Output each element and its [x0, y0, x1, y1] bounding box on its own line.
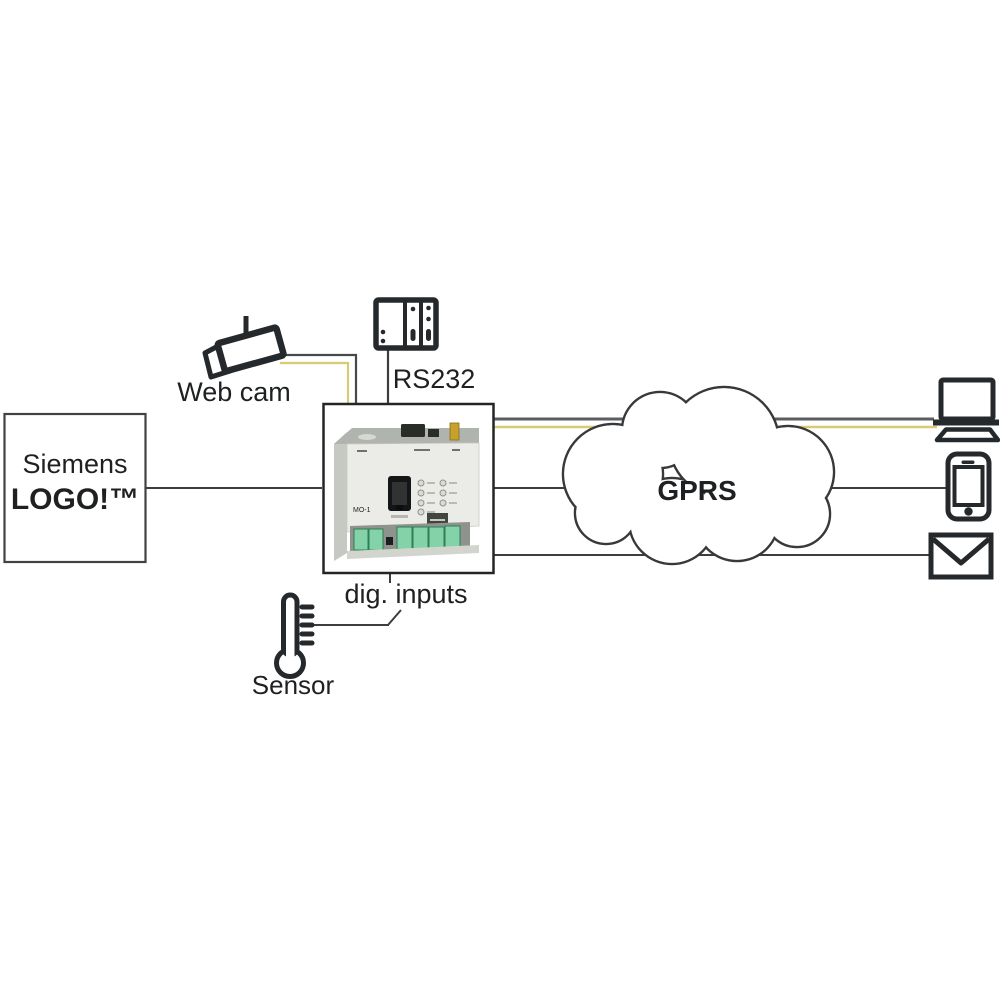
- dig-inputs-label: dig. inputs: [344, 579, 467, 609]
- gprs-modem-node: MO-1: [322, 402, 495, 575]
- laptop-screen: [938, 377, 996, 422]
- modem-port-markings: [357, 449, 460, 452]
- phone-screen: [952, 465, 985, 507]
- siemens-name: Siemens: [22, 449, 127, 479]
- siemens-product: LOGO!™: [11, 483, 139, 516]
- rs232-label: RS232: [393, 364, 476, 394]
- sensor-label: Sensor: [252, 670, 335, 700]
- webcam-body: [214, 324, 287, 375]
- modem-antenna-connector: [449, 422, 460, 441]
- thermometer-ticks: [299, 604, 315, 646]
- cloud-icon: GPRS: [561, 385, 836, 566]
- line-webcam-to-modem-dark: [283, 353, 358, 403]
- envelope-icon: [928, 532, 994, 580]
- phone-home-button: [964, 507, 973, 516]
- laptop-icon: [933, 377, 1000, 443]
- gprs-label: GPRS: [657, 475, 736, 506]
- rs232-device-icon: [373, 297, 439, 351]
- modem-leds: [417, 479, 457, 516]
- laptop-base: [934, 427, 1000, 443]
- thermometer-join: [286, 644, 295, 659]
- smartphone-icon: [945, 451, 992, 522]
- envelope-flap: [931, 537, 991, 566]
- envelope-body: [928, 532, 994, 580]
- siemens-box: [3, 412, 147, 564]
- line-diginputs-diagonal: [387, 609, 402, 626]
- webcam-icon: [202, 316, 287, 380]
- rs232-details: [380, 305, 431, 344]
- modem-model-label: MO-1: [353, 507, 371, 514]
- line-webcam-to-modem-yellow: [280, 361, 350, 403]
- gprs-modem-photo: MO-1: [334, 422, 480, 561]
- modem-terminal-blocks: [353, 525, 461, 551]
- cloud-fill: [564, 388, 833, 563]
- thermometer-icon: [274, 592, 315, 679]
- phone-speaker: [961, 460, 975, 464]
- webcam-label: Web cam: [177, 377, 291, 407]
- siemens-logo-node: Siemens LOGO!™: [3, 412, 147, 564]
